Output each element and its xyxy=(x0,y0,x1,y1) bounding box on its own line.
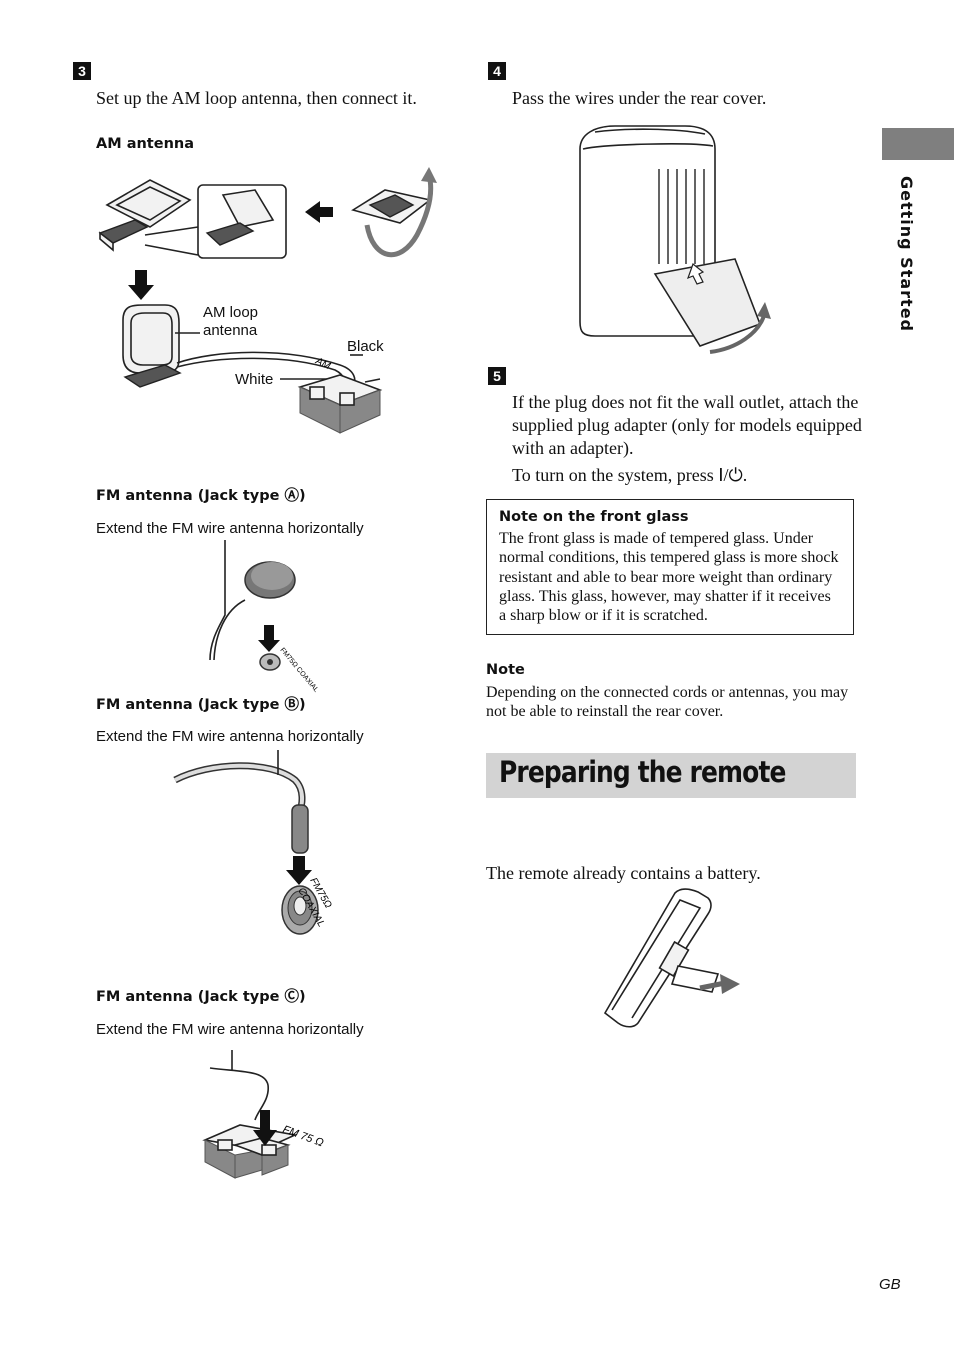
black-wire-label: Black xyxy=(347,338,384,355)
rotate-arrow-icon xyxy=(364,174,434,258)
left-arrow-icon xyxy=(305,201,333,223)
fm-b-heading: FM antenna (Jack type Ⓑ) xyxy=(96,697,306,713)
page-footer-code: GB xyxy=(879,1276,901,1293)
chapter-label: Getting Started xyxy=(897,176,916,332)
fm-a-caption: Extend the FM wire antenna horizontally xyxy=(96,520,364,537)
step-3-text: Set up the AM loop antenna, then connect… xyxy=(96,88,417,108)
rear-cover-illustration xyxy=(579,125,771,354)
note-body: Depending on the connected cords or ante… xyxy=(486,684,849,721)
remote-battery-illustration xyxy=(603,888,740,1028)
step-3-number: 3 xyxy=(73,62,91,80)
chapter-tab-marker xyxy=(882,128,954,160)
step-4-number: 4 xyxy=(488,62,506,80)
section-heading-banner: Preparing the remote xyxy=(486,753,856,798)
am-loop-label-line2: antenna xyxy=(203,322,258,339)
section-title: Preparing the remote xyxy=(499,755,786,789)
am-loop-stand xyxy=(351,189,432,224)
fm-c-caption: Extend the FM wire antenna horizontally xyxy=(96,1021,364,1038)
front-glass-note-title: Note on the front glass xyxy=(499,509,689,525)
am-terminal-block xyxy=(297,374,383,434)
pull-tab-arrow-icon xyxy=(699,980,726,991)
step-5-text: If the plug does not fit the wall outlet… xyxy=(512,392,862,458)
front-glass-note-box: Note on the front glass The front glass … xyxy=(486,499,854,635)
remote-battery-text: The remote already contains a battery. xyxy=(486,863,761,883)
down-arrow-icon xyxy=(128,270,154,300)
fm-c-illustration: FM 75 Ω xyxy=(202,1050,325,1179)
fm-a-illustration: FM75Ω COAXIAL xyxy=(209,540,320,694)
step-5-power-text: To turn on the system, press Ⅰ/⏻. xyxy=(512,465,748,485)
fm-b-caption: Extend the FM wire antenna horizontally xyxy=(96,728,364,745)
am-loop-unassembled xyxy=(98,179,192,252)
open-cover-arrow-icon xyxy=(709,311,767,354)
note-title: Note xyxy=(486,662,525,678)
step-5-number: 5 xyxy=(488,367,506,385)
front-glass-note-body: The front glass is made of tempered glas… xyxy=(499,530,839,625)
am-loop-label-line1: AM loop xyxy=(203,304,259,321)
fm-b-illustration: FM75Ω COAXIAL xyxy=(173,750,334,935)
step-4-text: Pass the wires under the rear cover. xyxy=(512,88,767,108)
am-antenna-assembly-illustration: AM xyxy=(98,167,437,434)
white-wire-label: White xyxy=(235,371,274,388)
am-loop-antenna xyxy=(122,304,182,388)
fm-c-heading: FM antenna (Jack type Ⓒ) xyxy=(96,989,306,1005)
fm-a-heading: FM antenna (Jack type Ⓐ) xyxy=(96,488,306,504)
am-antenna-heading: AM antenna xyxy=(96,136,195,152)
fm-a-jack-label: FM75Ω COAXIAL xyxy=(278,647,319,694)
